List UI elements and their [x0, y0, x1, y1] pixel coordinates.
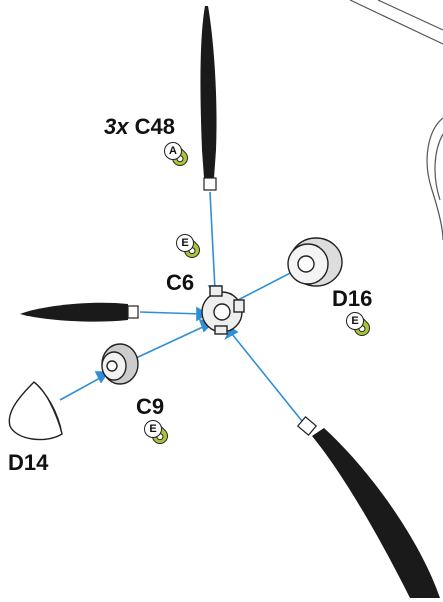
paint-code-front-ring: E — [346, 312, 364, 330]
label-blade: 3x C48 — [104, 116, 175, 138]
assembly-arrows — [59, 191, 310, 427]
blade-left — [20, 302, 139, 322]
paint-badge-rear-hub: E — [144, 420, 172, 450]
paint-code-rear-hub: E — [144, 420, 162, 438]
label-blade-qty: 3x — [104, 114, 129, 139]
spinner-d14 — [8, 381, 63, 441]
label-hub: C6 — [166, 270, 195, 295]
front-ring-d16 — [287, 237, 343, 287]
paint-badge-blade: A — [164, 142, 192, 172]
paint-badge-hub: E — [176, 234, 204, 264]
label-spinner: D14 — [8, 450, 49, 475]
label-front-ring: D16 — [332, 286, 373, 311]
hub-c6 — [201, 285, 245, 335]
rear-hub-c9 — [101, 343, 139, 385]
arrow-head-bottom — [224, 326, 239, 340]
paint-badge-front-ring: E — [346, 312, 374, 342]
label-blade-part: C48 — [134, 114, 175, 139]
paint-code-blade: A — [164, 142, 182, 160]
blade-bottom — [296, 416, 440, 598]
label-rear-hub: C9 — [136, 394, 165, 419]
paint-code-hub: E — [176, 234, 194, 252]
blade-top — [200, 6, 217, 191]
fuselage-outline — [349, 0, 443, 241]
